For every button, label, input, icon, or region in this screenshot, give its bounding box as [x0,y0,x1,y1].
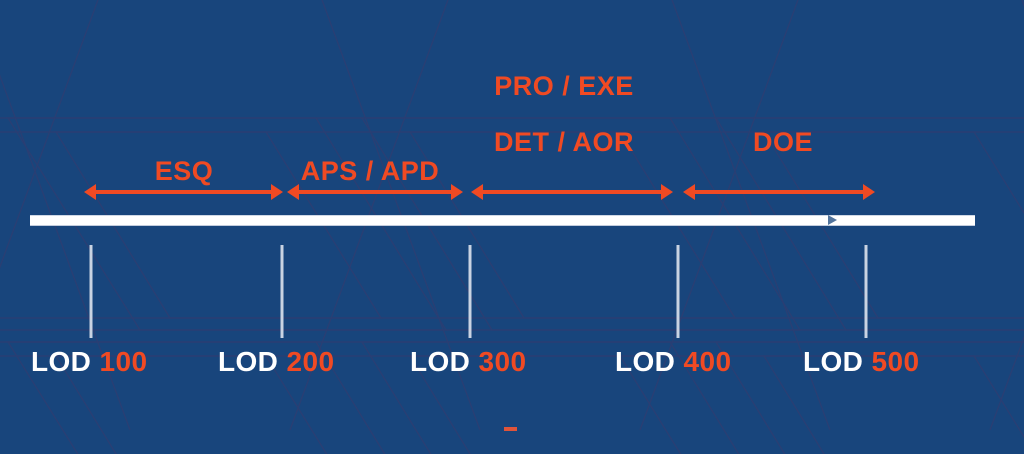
timeline-axis [30,215,975,226]
lod-label-100: LOD 100 [31,348,147,376]
arrow-head-right-icon [451,184,463,200]
lod-number: 500 [871,346,920,377]
tick-lod-200 [280,245,284,338]
tick-lod-500 [864,245,868,338]
lod-word: LOD [615,346,676,377]
arrow-shaft [692,190,866,194]
tick-lod-100 [89,245,93,338]
arrow-shaft [480,190,664,194]
lod-label-200: LOD 200 [218,348,334,376]
lod-number: 200 [286,346,335,377]
arrow-head-left-icon [683,184,695,200]
phase-label-esq: ESQ [154,156,214,186]
arrow-head-right-icon [863,184,875,200]
lod-number: 400 [683,346,732,377]
arrow-head-right-icon [661,184,673,200]
tick-lod-400 [676,245,680,338]
tick-lod-300 [468,245,472,338]
lod-number: 100 [99,346,148,377]
arrow-shaft [93,190,274,194]
lod-word: LOD [410,346,471,377]
range-arrow-doe [683,181,875,203]
lod-label-500: LOD 500 [803,348,919,376]
lod-word: LOD [218,346,279,377]
lod-word: LOD [803,346,864,377]
range-arrow-pro-exe-det-aor [471,181,673,203]
phase-label-doe: DOE [752,127,814,157]
bottom-dash-mark [504,427,517,431]
phase-label-aps-apd: APS / APD [300,156,440,186]
range-arrow-aps-apd [287,181,463,203]
arrow-head-left-icon [84,184,96,200]
lod-label-400: LOD 400 [615,348,731,376]
arrow-shaft [296,190,454,194]
lod-word: LOD [31,346,92,377]
range-arrow-esq [84,181,283,203]
phase-label-pro-exe: PRO / EXE [494,71,634,101]
lod-label-300: LOD 300 [410,348,526,376]
lod-number: 300 [478,346,527,377]
phase-label-det-aor: DET / AOR [493,127,635,157]
arrow-head-right-icon [271,184,283,200]
arrow-head-left-icon [287,184,299,200]
timeline-axis-arrowhead-icon [828,215,837,225]
arrow-head-left-icon [471,184,483,200]
